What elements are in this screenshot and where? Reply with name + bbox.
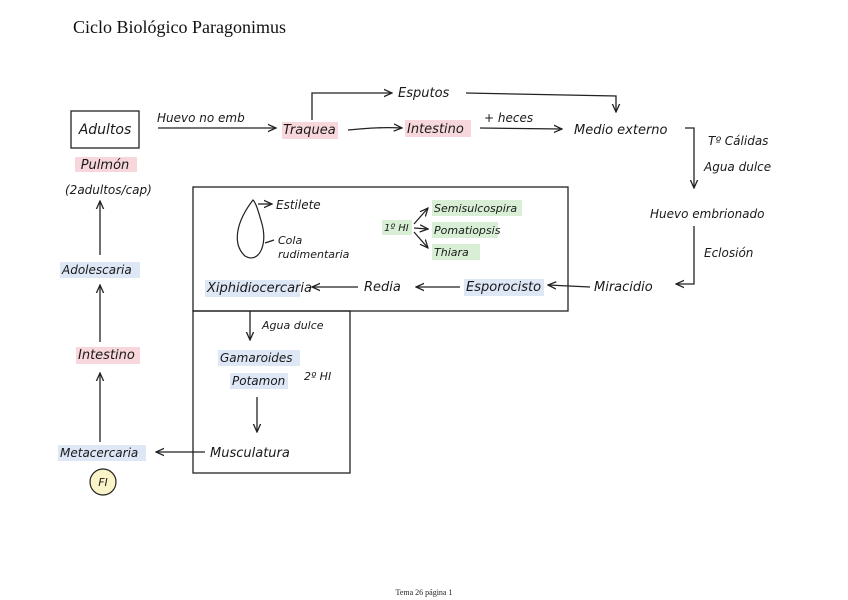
arrow-traquea-to-intestino [347, 128, 402, 130]
arrow-esputos-to-medio [465, 92, 616, 112]
snail-stage-box [192, 186, 569, 312]
highlight-esporocisto [464, 279, 544, 296]
arrow-huevo-emb-to-miracidio [676, 226, 695, 284]
label-gamaroides: Gamaroides [220, 351, 293, 365]
highlight-gamaroides [218, 350, 300, 366]
highlight-potamon [230, 373, 288, 389]
page-footer: Tema 26 página 1 [395, 588, 453, 597]
highlight-intestino-left [76, 347, 140, 364]
label-pomatiopsis: Pomatiopsis [434, 224, 501, 237]
cercaria-sketch [236, 199, 265, 259]
highlight-pomatiopsis [432, 222, 498, 238]
label-rudimentaria: rudimentaria [278, 248, 350, 261]
highlight-1hi [382, 220, 412, 235]
highlight-intestino-top [405, 120, 471, 137]
fi-circle [89, 468, 117, 496]
label-thiara: Thiara [434, 246, 469, 259]
label-fi: FI [98, 476, 108, 489]
label-intestino-top: Intestino [407, 122, 464, 137]
page-title: Ciclo Biológico Paragonimus [73, 17, 286, 37]
label-miracidio: Miracidio [594, 280, 653, 295]
adultos-box [70, 110, 140, 149]
highlight-adolescaria [60, 262, 140, 278]
label-agua-dulce-mid: Agua dulce [261, 319, 324, 332]
arrow-medio-to-huevo-emb [685, 127, 694, 188]
label-esporocisto: Esporocisto [466, 280, 541, 295]
crustacean-stage-box [192, 310, 351, 474]
arrow-traquea-to-esputos [311, 93, 392, 120]
label-estilete: Estilete [276, 198, 321, 212]
label-cola: Cola [278, 234, 302, 247]
label-heces: + heces [484, 111, 533, 125]
label-pulmon: Pulmón [81, 158, 130, 173]
label-semisulcospira: Semisulcospira [434, 202, 517, 215]
label-adolescaria: Adolescaria [61, 263, 132, 277]
label-huevo-embrionado: Huevo embrionado [650, 207, 765, 221]
highlight-traquea [282, 122, 338, 139]
label-adultos: Adultos [78, 122, 132, 138]
label-agua-dulce-top: Agua dulce [703, 160, 771, 174]
label-medio-externo: Medio externo [574, 123, 668, 138]
label-redia: Redia [364, 280, 401, 295]
arrow-1hi-thiara [413, 231, 428, 248]
arrow-1hi-pomatiopsis [413, 228, 428, 229]
arrow-cola [264, 239, 275, 244]
highlight-metacercaria [58, 445, 146, 461]
arrow-intestino-to-medio [479, 128, 562, 129]
label-temp: Tº Cálidas [708, 134, 768, 148]
label-eclosion: Eclosión [704, 246, 753, 260]
label-huevo-no-emb: Huevo no emb [157, 111, 245, 125]
label-traquea: Traquea [283, 123, 336, 138]
highlight-pulmon [75, 157, 137, 172]
label-pulmon-detail: (2adultos/cap) [65, 183, 152, 197]
highlight-thiara [432, 244, 480, 260]
arrow-1hi-semisulcospira [413, 208, 428, 225]
highlight-semisulcospira [432, 200, 522, 216]
label-xiphidiocercaria: Xiphidiocercaria [206, 281, 312, 296]
label-1hi: 1º HI [384, 223, 409, 234]
label-potamon: Potamon [232, 374, 285, 388]
label-musculatura: Musculatura [210, 446, 290, 461]
highlight-xiphidiocercaria [205, 280, 300, 297]
arrow-miracidio-to-esporocisto [548, 285, 591, 287]
label-intestino-left: Intestino [78, 348, 135, 363]
label-2hi: 2º HI [304, 370, 331, 383]
label-metacercaria: Metacercaria [60, 446, 138, 460]
label-esputos: Esputos [398, 86, 450, 101]
